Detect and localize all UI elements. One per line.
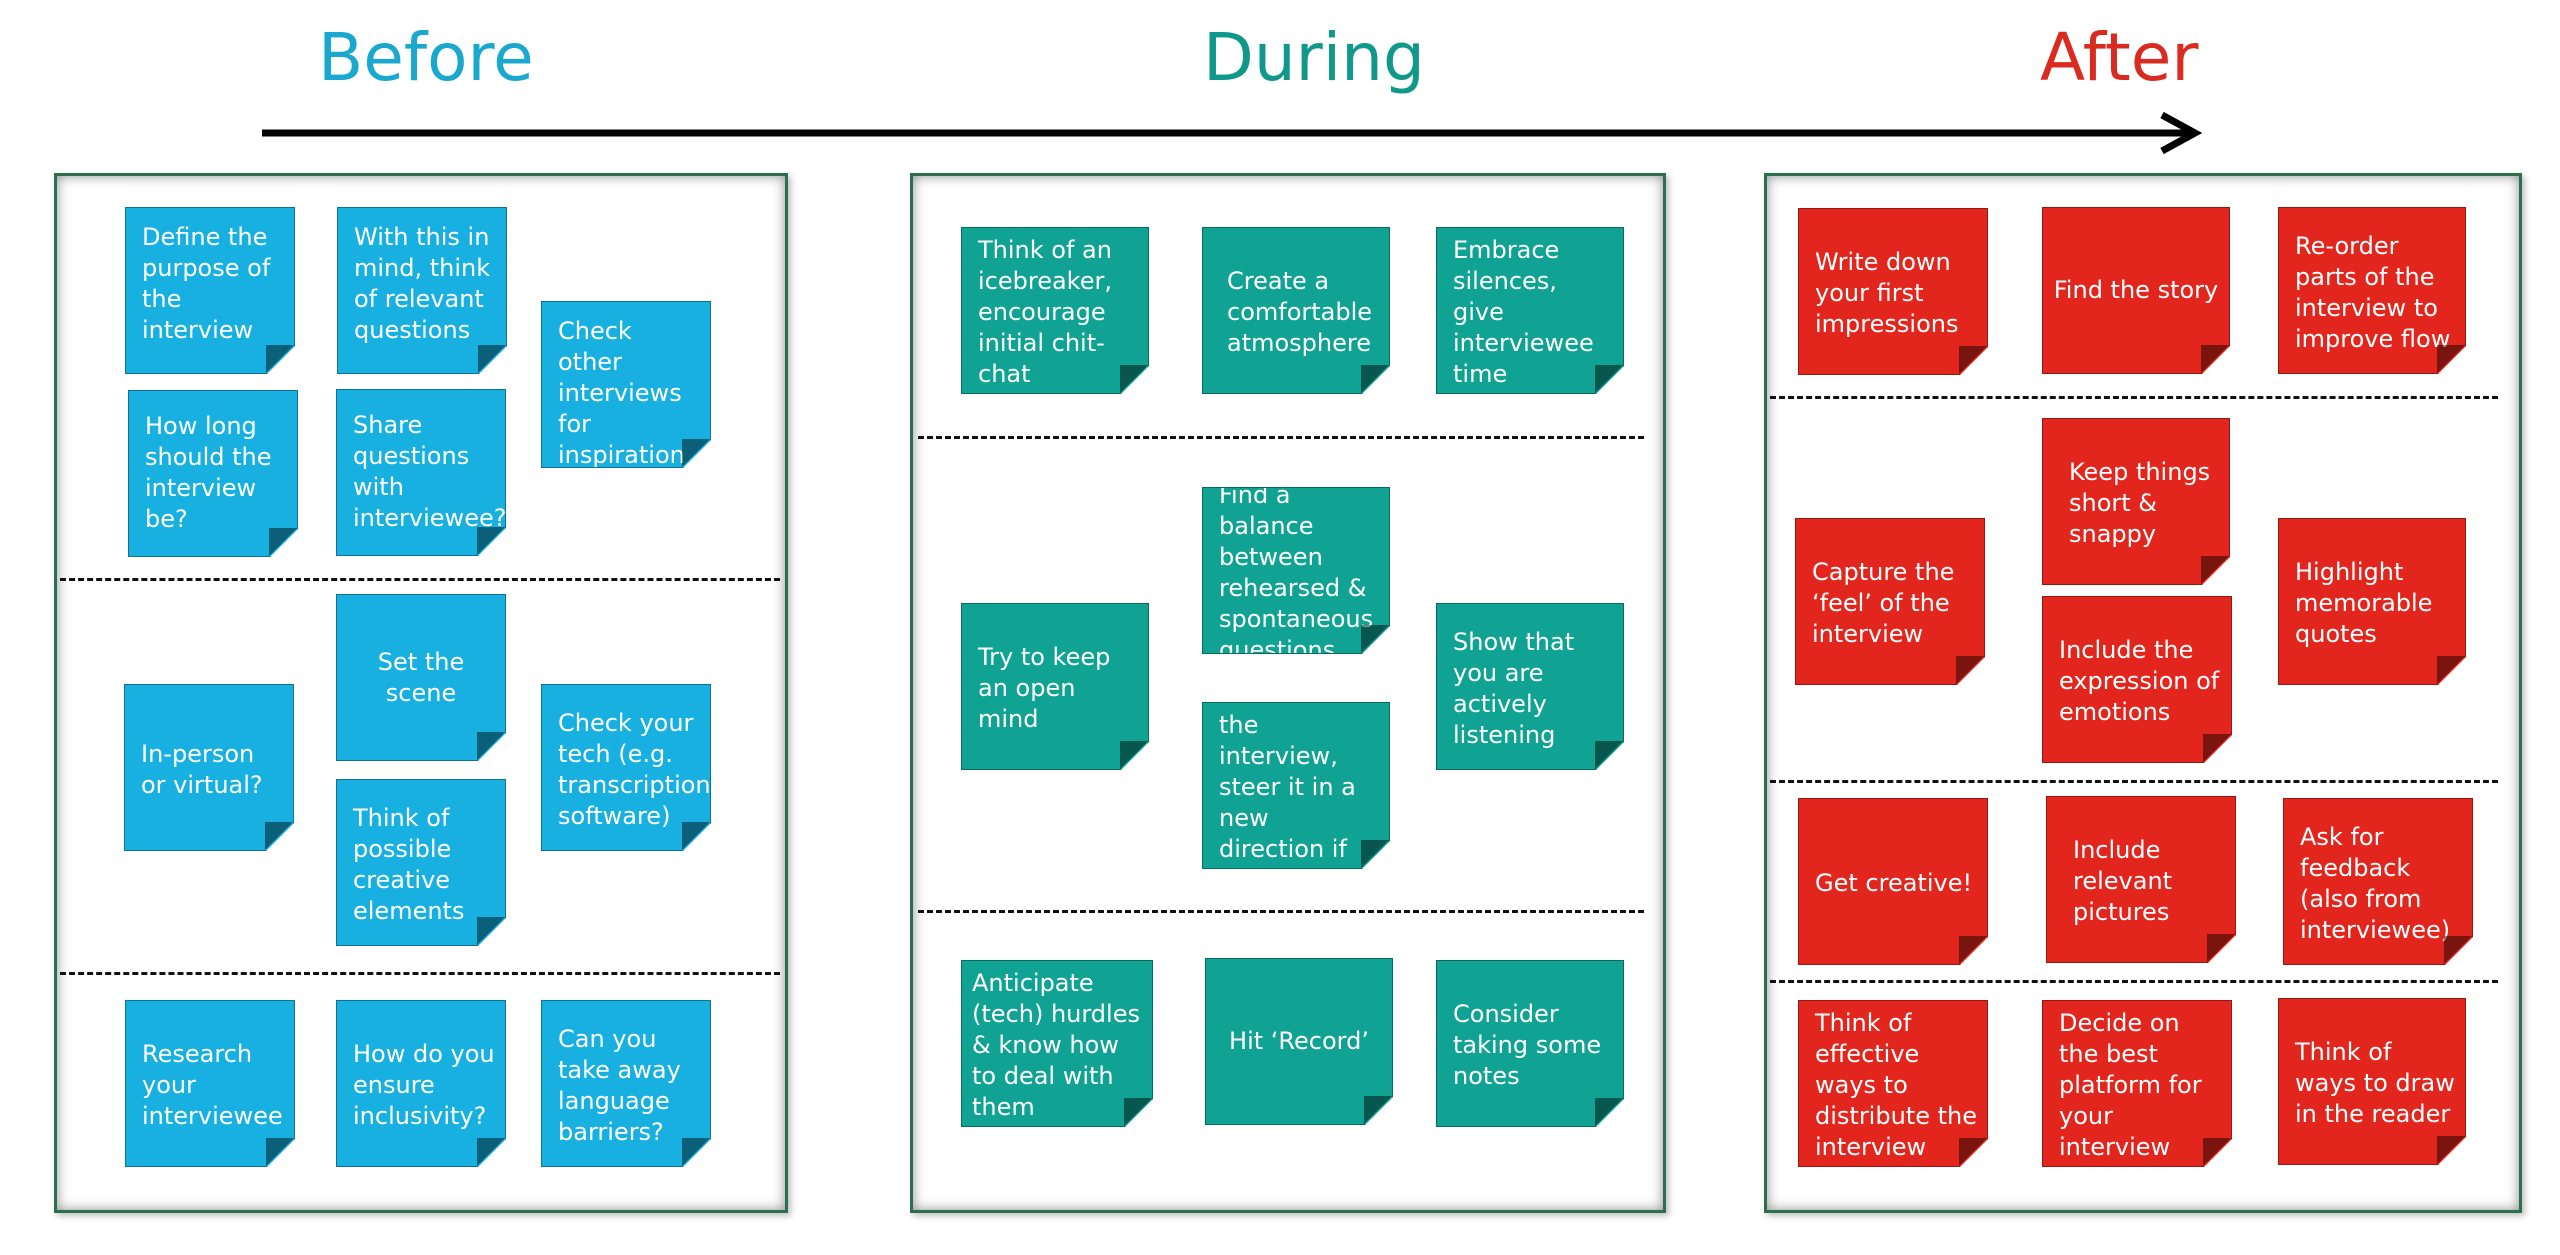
after-divider [1770,396,2498,399]
sticky-note: Highlight memorable quotes [2278,518,2466,685]
before-divider [60,578,780,581]
sticky-note: Think of possible creative elements [336,779,506,946]
after-divider [1770,780,2498,783]
sticky-note: Set the scene [336,594,506,761]
note-text: Ask for feedback (also from interviewee) [2300,822,2451,944]
sticky-note: Ask for feedback (also from interviewee) [2283,798,2473,965]
sticky-note: Anticipate (tech) hurdles & know how to … [961,960,1153,1127]
sticky-note: Moderate the interview, steer it in a ne… [1202,702,1390,869]
before-divider [60,972,780,975]
note-text: Decide on the best platform for your int… [2059,1009,2202,1161]
note-text: Research your interviewee [142,1040,283,1130]
phase-heading-during: During [1203,19,1425,96]
note-text: Anticipate (tech) hurdles & know how to … [972,969,1140,1121]
note-text: Capture the ‘feel’ of the interview [1812,558,1955,648]
note-text: Define the purpose of the interview [142,223,271,344]
sticky-note: Keep things short & snappy [2042,418,2230,585]
note-text: Think of effective ways to distribute th… [1815,1009,1977,1161]
note-text: How do you ensure inclusivity? [353,1040,495,1130]
sticky-note: Think of effective ways to distribute th… [1798,1000,1988,1167]
note-text: Create a comfortable atmosphere [1227,267,1373,357]
during-divider [918,436,1644,439]
sticky-note: Create a comfortable atmosphere [1202,227,1390,394]
during-divider [918,910,1644,913]
note-text: Write down your first impressions [1815,248,1959,338]
note-text: Can you take away language barriers? [558,1024,681,1146]
note-text: Check other interviews for inspiration [558,317,685,468]
phase-heading-after: After [2040,19,2199,96]
note-text: Highlight memorable quotes [2295,558,2433,648]
sticky-note: Think of an icebreaker, encourage initia… [961,227,1149,394]
note-text: Re-order parts of the interview to impro… [2295,231,2451,353]
note-text: Think of an icebreaker, encourage initia… [978,236,1112,388]
note-text: Hit ‘Record’ [1229,1027,1369,1055]
note-text: Find a balance between rehearsed & spont… [1219,487,1374,654]
sticky-note: Include relevant pictures [2046,796,2236,963]
sticky-note: Get creative! [1798,798,1988,965]
after-divider [1770,980,2498,983]
sticky-note: In-person or virtual? [124,684,294,851]
sticky-note: Research your interviewee [125,1000,295,1167]
note-text: Think of ways to draw in the reader [2295,1038,2455,1128]
note-text: Try to keep an open mind [978,643,1111,733]
note-text: Embrace silences, give interviewee time [1453,236,1594,388]
sticky-note: Write down your first impressions [1798,208,1988,375]
sticky-note: How do you ensure inclusivity? [336,1000,506,1167]
sticky-note: Hit ‘Record’ [1205,958,1393,1125]
note-text: How long should the interview be? [145,412,272,533]
sticky-note: Check your tech (e.g. transcription soft… [541,684,711,851]
note-text: Show that you are actively listening [1453,627,1575,749]
note-text: In-person or virtual? [141,739,263,799]
sticky-note: Check other interviews for inspiration [541,301,711,468]
note-text: Think of possible creative elements [353,803,465,925]
note-text: Get creative! [1815,869,1973,897]
sticky-note: Show that you are actively listening [1436,603,1624,770]
sticky-note: Embrace silences, give interviewee time [1436,227,1624,394]
note-text: Check your tech (e.g. transcription soft… [558,708,711,830]
sticky-note: Consider taking some notes [1436,960,1624,1127]
note-text: Share questions with interviewee? [353,411,506,532]
sticky-note: Include the expression of emotions [2042,596,2232,763]
phase-heading-before: Before [318,19,534,96]
sticky-note: Try to keep an open mind [961,603,1149,770]
note-text: Find the story [2053,276,2219,304]
sticky-note: Decide on the best platform for your int… [2042,1000,2232,1167]
sticky-note: Re-order parts of the interview to impro… [2278,207,2466,374]
sticky-note: Define the purpose of the interview [125,207,295,374]
note-text: Set the scene [377,647,465,707]
sticky-note: Find the story [2042,207,2230,374]
timeline-arrow [262,111,2203,155]
note-text: Include relevant pictures [2073,836,2173,926]
note-text: With this in mind, think of relevant que… [354,223,491,344]
sticky-note: Share questions with interviewee? [336,389,506,556]
sticky-note: Find a balance between rehearsed & spont… [1202,487,1390,654]
sticky-note: With this in mind, think of relevant que… [337,207,507,374]
sticky-note: Capture the ‘feel’ of the interview [1795,518,1985,685]
sticky-note: Think of ways to draw in the reader [2278,998,2466,1165]
note-text: Include the expression of emotions [2059,636,2220,726]
sticky-note: Can you take away language barriers? [541,1000,711,1167]
note-text: Keep things short & snappy [2069,458,2211,548]
sticky-note: How long should the interview be? [128,390,298,557]
note-text: Moderate the interview, steer it in a ne… [1219,711,1356,863]
note-text: Consider taking some notes [1453,1000,1602,1090]
